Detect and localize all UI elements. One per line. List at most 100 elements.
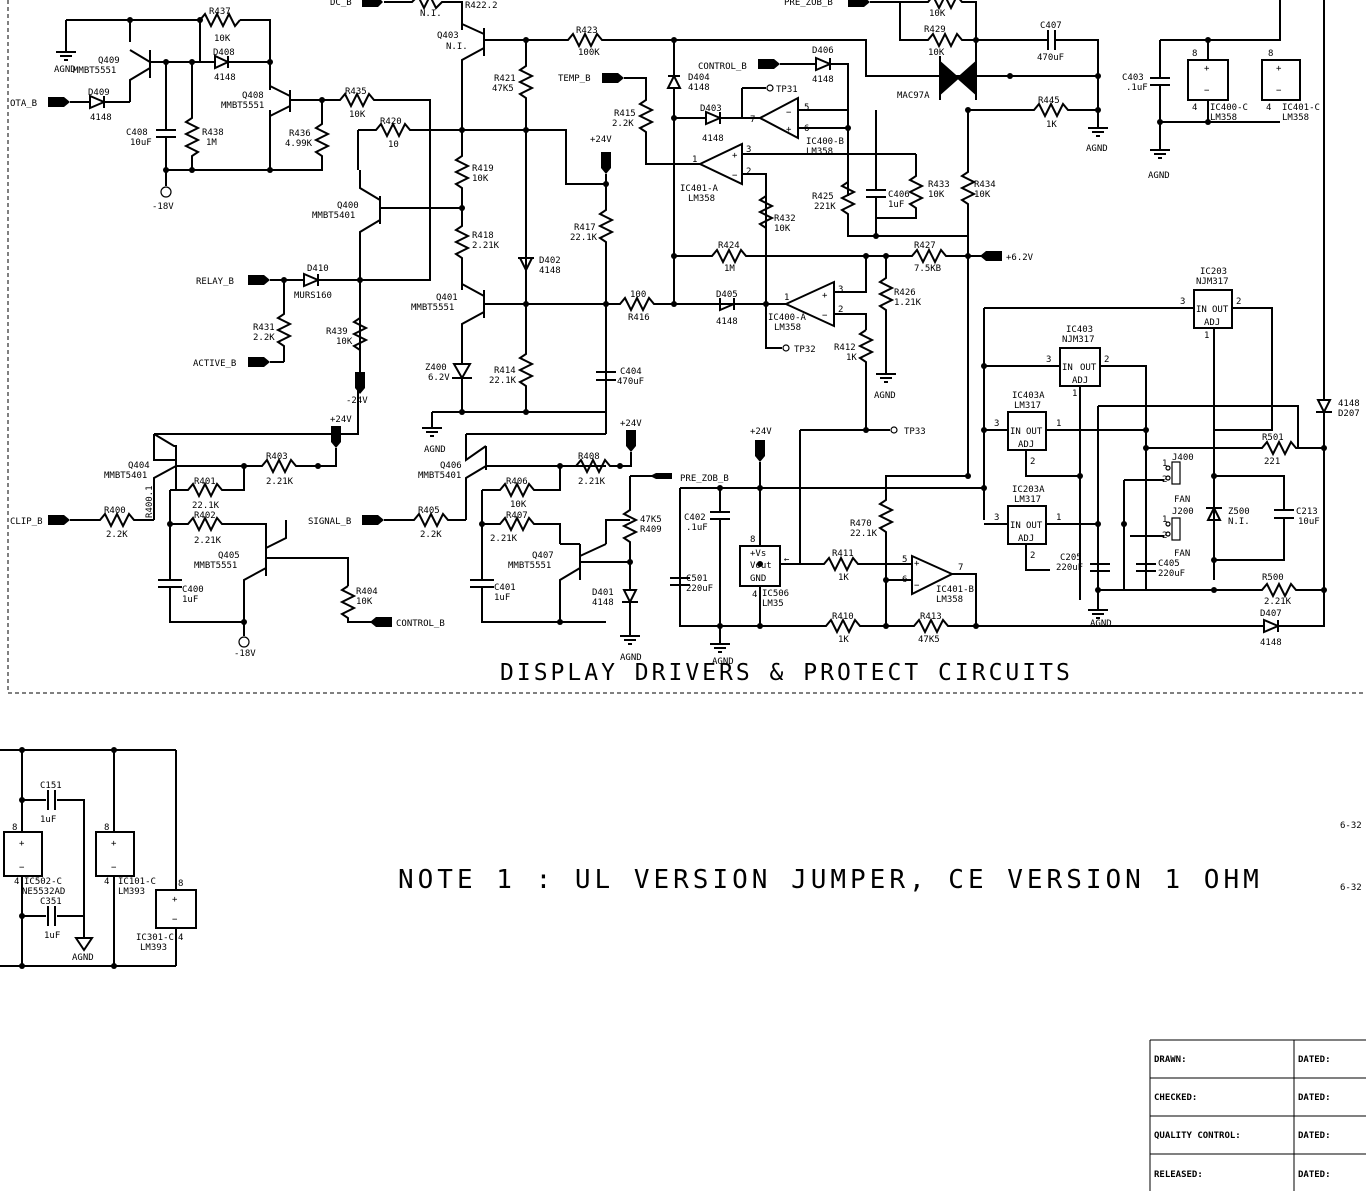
r4001-label: R400.1 <box>145 485 155 518</box>
ic400b-pin6: 6 <box>804 124 809 134</box>
ic506-gnd: GND <box>750 574 766 584</box>
r439-label: R439 <box>326 327 348 337</box>
temp-b-label: TEMP_B <box>558 74 591 84</box>
r407-label: R407 <box>506 511 528 521</box>
r426-value: 1.21K <box>894 298 922 308</box>
c407-value: 470uF <box>1037 53 1064 63</box>
agnd-label: AGND <box>54 65 76 75</box>
d407-label: D407 <box>1260 609 1282 619</box>
agnd-8-label: AGND <box>712 657 734 667</box>
q401-label: Q401 <box>436 293 458 303</box>
tb-drawn-date: DATED: <box>1298 1055 1331 1065</box>
r414-value: 22.1K <box>489 376 517 386</box>
ic502c-label: IC502-C <box>24 877 62 887</box>
ic400c-pin8: 8 <box>1192 49 1197 59</box>
clip-b-label: CLIP_B <box>10 517 43 527</box>
c351-label: C351 <box>40 897 62 907</box>
c151-value: 1uF <box>40 815 56 825</box>
ic101c-plus: + <box>111 839 117 849</box>
r436-label: R436 <box>289 129 311 139</box>
d405-label: D405 <box>716 290 738 300</box>
r425-label: R425 <box>812 192 834 202</box>
agnd-2-label: AGND <box>424 445 446 455</box>
ic506-pin4: 4 <box>752 590 757 600</box>
c405-label: C405 <box>1158 559 1180 569</box>
ic401a-pin1: 1 <box>692 155 697 165</box>
agnd-4-label: AGND <box>1086 144 1108 154</box>
r434-value: 10K <box>974 190 991 200</box>
r408-value: 2.21K <box>578 477 606 487</box>
ic203a-pin1: 1 <box>1056 513 1061 523</box>
ic203a-adj: ADJ <box>1018 534 1034 544</box>
dc-b-label: DC_B <box>330 0 352 8</box>
d403-value: 4148 <box>702 134 724 144</box>
ic403a-out: OUT <box>1026 427 1043 437</box>
d404-value: 4148 <box>688 83 710 93</box>
ic301c-label: IC301-C <box>136 933 174 943</box>
r439-value: 10K <box>336 337 353 347</box>
ic403-out: OUT <box>1080 363 1097 373</box>
j400-pin2: 2 <box>1162 475 1167 485</box>
z400-value: 6.2V <box>428 373 450 383</box>
tb-checked-date: DATED: <box>1298 1093 1331 1103</box>
z400-label: Z400 <box>425 363 447 373</box>
ic203a-value: LM317 <box>1014 495 1041 505</box>
ic203-pin3: 3 <box>1180 297 1185 307</box>
control-b-top-label: CONTROL_B <box>698 62 747 72</box>
r438-label: R438 <box>202 128 224 138</box>
ic203-adj: ADJ <box>1204 318 1220 328</box>
q409-value: MMBT5551 <box>73 66 116 76</box>
ic400b-pin5: 5 <box>804 103 809 113</box>
r406-label: R406 <box>506 477 528 487</box>
ic401c-pin8: 8 <box>1268 49 1273 59</box>
r423-value: 100K <box>578 48 600 58</box>
ic401a-pin3: 3 <box>746 145 751 155</box>
ic403-in: IN <box>1062 363 1073 373</box>
r414-label: R414 <box>494 366 516 376</box>
ic506-arrow: ← <box>784 555 790 565</box>
ic401a-plus: + <box>732 151 738 161</box>
j400-label: J400 <box>1172 453 1194 463</box>
r413-label: R413 <box>920 612 942 622</box>
ic401a-minus: − <box>732 171 738 181</box>
ic401b-plus: + <box>914 559 920 569</box>
agnd-5-label: AGND <box>1148 171 1170 181</box>
ic403a-pin1: 1 <box>1056 419 1061 429</box>
c402-value: .1uF <box>686 523 708 533</box>
d402-label: D402 <box>539 256 561 266</box>
r417-value: 22.1K <box>570 233 598 243</box>
r420-value: 10 <box>388 140 399 150</box>
ic403-pin2: 2 <box>1104 355 1109 365</box>
ota-b-label: OTA_B <box>10 99 37 109</box>
ic400c-value: LM358 <box>1210 113 1237 123</box>
c401-label: C401 <box>494 583 516 593</box>
c407-label: C407 <box>1040 21 1062 31</box>
ic401b-value: LM358 <box>936 595 963 605</box>
r432-value: 10K <box>774 224 791 234</box>
ic506-pin8: 8 <box>750 535 755 545</box>
r404-value: 10K <box>356 597 373 607</box>
lower-power-pins: + − 8 4 IC502-C NE5532AD C151 1uF C351 1… <box>0 747 197 969</box>
r424-value: 1M <box>724 264 735 274</box>
ic400c-plus: + <box>1204 64 1210 74</box>
j200-pin1: 1 <box>1162 515 1167 525</box>
tp31-label: TP31 <box>776 85 798 95</box>
ic203-label: IC203 <box>1200 267 1227 277</box>
q403-section: DC_B N.I. R422.2 Q403 N.I. R420 10 R419 … <box>193 0 606 455</box>
ic101c-pin4: 4 <box>104 877 109 887</box>
r419-label: R419 <box>472 164 494 174</box>
r424-label: R424 <box>718 241 740 251</box>
c501-value: 220uF <box>686 584 713 594</box>
r402-label: R402 <box>194 511 216 521</box>
ic403a-value: LM317 <box>1014 401 1041 411</box>
ic203-in: IN <box>1196 305 1207 315</box>
ic400a-minus: − <box>822 311 828 321</box>
agnd-9-label: AGND <box>72 953 94 963</box>
ic101c-minus: − <box>111 863 117 873</box>
d401-value: 4148 <box>592 598 614 608</box>
ic400a-pin1: 1 <box>784 293 789 303</box>
ic400c-label: IC400-C <box>1210 103 1248 113</box>
version-note: NOTE 1 : UL VERSION JUMPER, CE VERSION 1… <box>398 865 1263 895</box>
q401-value: MMBT5551 <box>411 303 454 313</box>
r437-label: R437 <box>209 7 231 17</box>
